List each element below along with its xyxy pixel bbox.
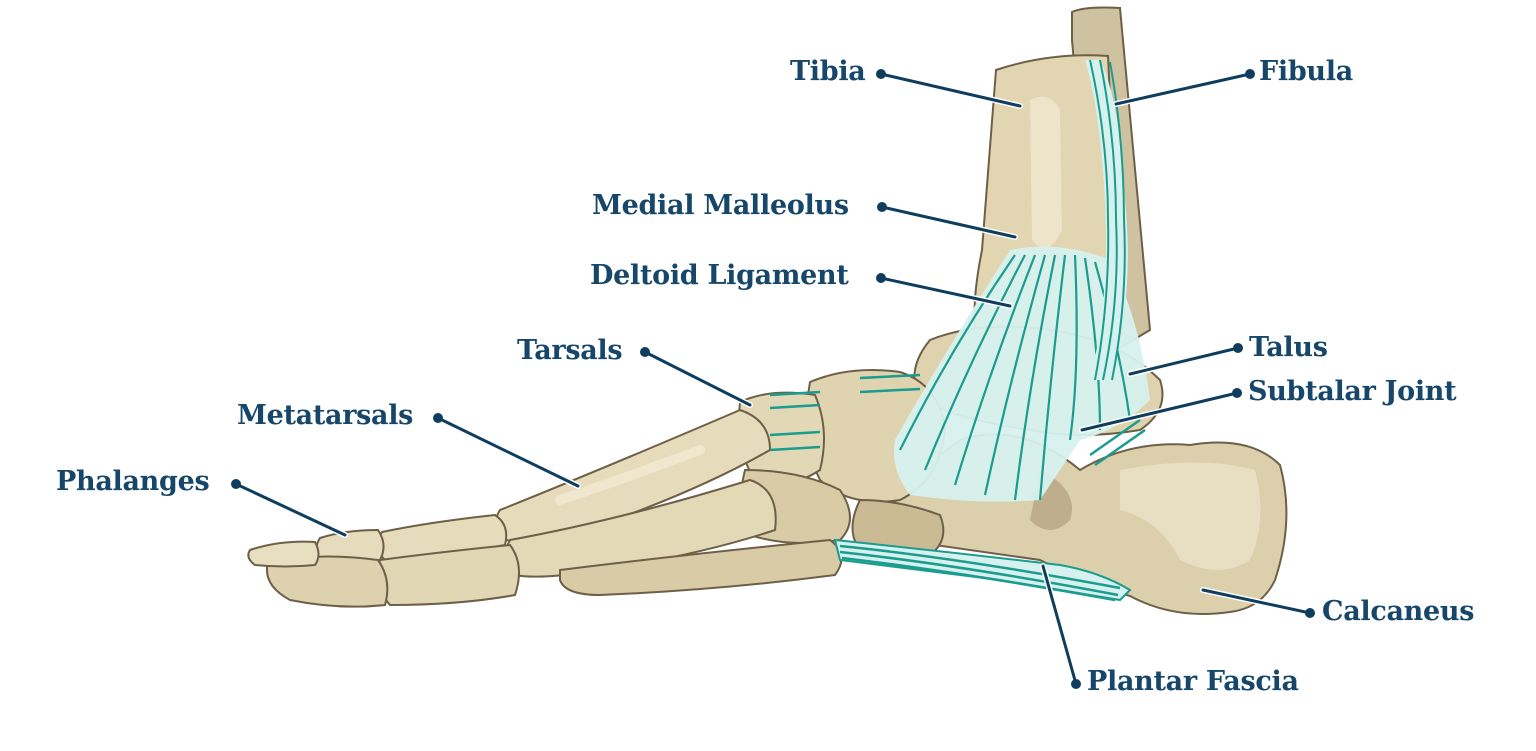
leader-dot-calcaneus <box>1305 608 1315 618</box>
leader-lines <box>231 69 1315 689</box>
leader-dot-deltoid-ligament <box>876 273 886 283</box>
leader-dot-tibia <box>876 69 886 79</box>
label-plantar-fascia: Plantar Fascia <box>1087 666 1299 697</box>
label-calcaneus: Calcaneus <box>1322 596 1475 627</box>
label-fibula: Fibula <box>1259 56 1353 87</box>
leader-line-deltoid-ligament <box>879 276 1012 308</box>
leader-dot-plantar-fascia <box>1071 679 1081 689</box>
leader-dot-subtalar-joint <box>1232 388 1242 398</box>
leader-dot-metatarsals <box>433 413 443 423</box>
leader-line-talus <box>1128 346 1240 376</box>
label-deltoid-ligament: Deltoid Ligament <box>590 260 849 291</box>
leader-dot-medial-malleolus <box>877 202 887 212</box>
leader-line-calcaneus <box>1201 588 1312 615</box>
leader-line-phalanges <box>234 482 347 537</box>
leader-line-metatarsals <box>436 416 580 488</box>
leader-line-tarsals <box>643 350 752 407</box>
leader-line-tibia <box>879 72 1022 108</box>
leader-dot-fibula <box>1245 69 1255 79</box>
leader-line-medial-malleolus <box>880 205 1017 239</box>
phalanx-bones <box>247 513 520 608</box>
deltoid-ligament-fan <box>769 59 1150 502</box>
label-phalanges: Phalanges <box>56 466 210 497</box>
leader-line-fibula <box>1114 72 1252 106</box>
label-medial-malleolus: Medial Malleolus <box>592 190 849 221</box>
leader-line-plantar-fascia <box>1041 564 1078 686</box>
label-talus: Talus <box>1249 332 1328 363</box>
label-tibia: Tibia <box>790 56 866 87</box>
leader-dot-talus <box>1233 343 1243 353</box>
leader-line-subtalar-joint <box>1080 391 1239 432</box>
plantar-fascia-ligament <box>833 538 1132 602</box>
leader-dot-phalanges <box>231 479 241 489</box>
tarsal-bones <box>738 368 947 557</box>
label-metatarsals: Metatarsals <box>237 400 414 431</box>
label-tarsals: Tarsals <box>517 335 623 366</box>
label-subtalar-joint: Subtalar Joint <box>1248 376 1457 407</box>
leader-dot-tarsals <box>640 347 650 357</box>
